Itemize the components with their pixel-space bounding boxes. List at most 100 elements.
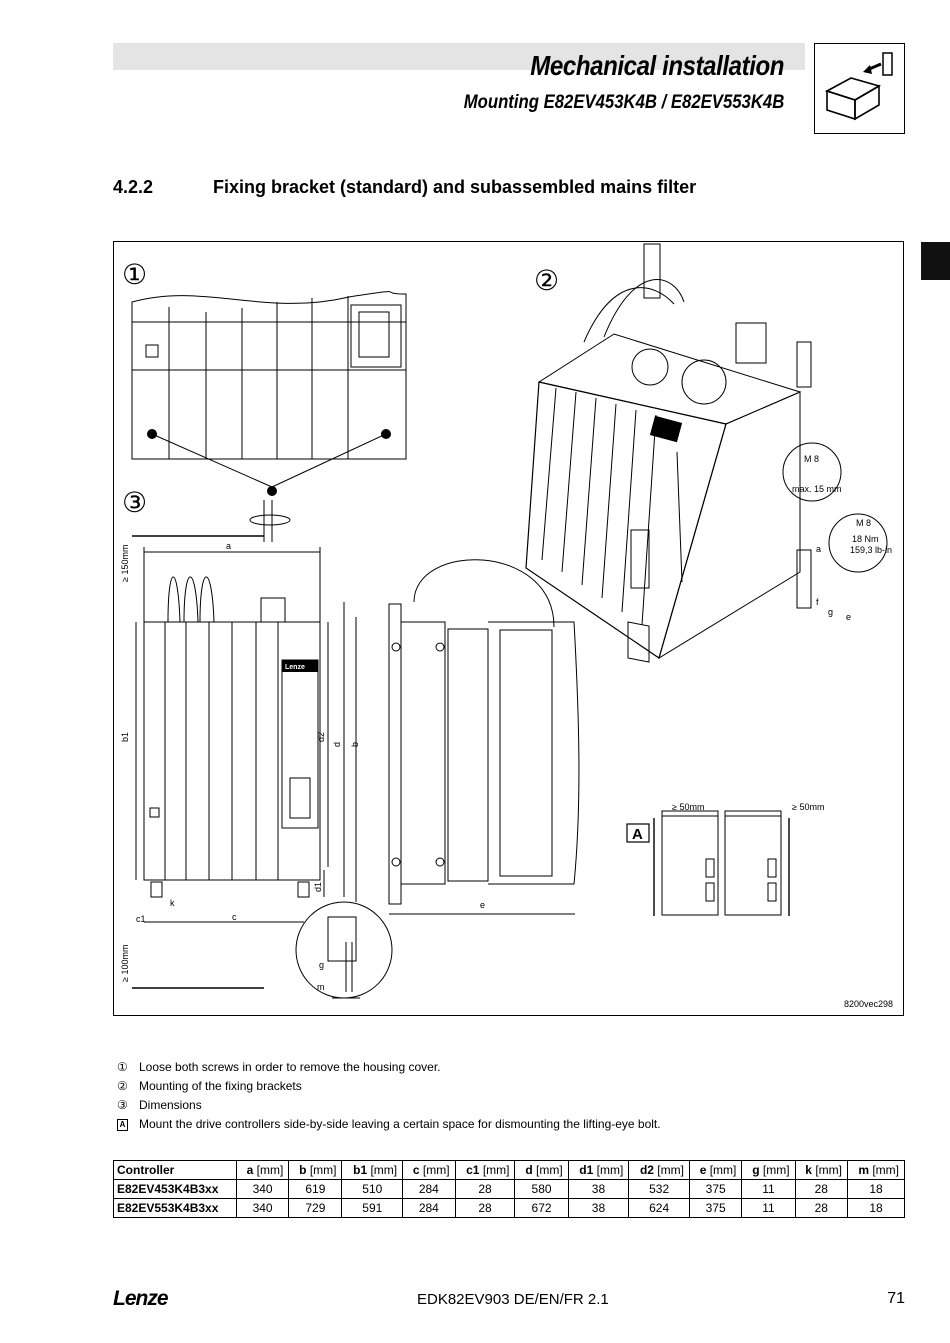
column-header: d2 [mm]	[628, 1160, 690, 1180]
dim-d: d	[332, 742, 342, 747]
clearance-left: ≥ 50mm	[672, 802, 704, 812]
page-title: Mechanical installation	[530, 50, 784, 81]
dim-b: b	[350, 742, 360, 747]
table-cell: 375	[688, 1198, 743, 1218]
table-cell: 11	[741, 1198, 796, 1218]
dim-e: e	[480, 900, 485, 910]
figure-legend: ① Loose both screws in order to remove t…	[117, 1057, 897, 1133]
table-cell: 28	[454, 1198, 516, 1218]
marker-3: ③	[122, 487, 147, 518]
max-15-label: max. 15 mm	[792, 484, 842, 494]
table-cell: 28	[794, 1198, 848, 1218]
legend-text: Mount the drive controllers side-by-side…	[139, 1116, 661, 1131]
table-cell: 38	[567, 1198, 630, 1218]
table-cell: 510	[341, 1179, 404, 1199]
legend-item: ② Mounting of the fixing brackets	[117, 1076, 897, 1095]
section-number: 4.2.2	[113, 177, 154, 197]
technical-drawing: ① ② ③ a b1 d2 d b d1 k c1 c e g m ≥ 150m…	[113, 241, 904, 1016]
clearance-top: ≥ 150mm	[120, 545, 130, 582]
table-cell: 18	[846, 1179, 906, 1199]
table-cell: 624	[628, 1198, 690, 1218]
dim-m: m	[317, 982, 325, 992]
column-header: g [mm]	[741, 1160, 796, 1180]
legend-item: ① Loose both screws in order to remove t…	[117, 1057, 897, 1076]
column-header: Controller	[113, 1160, 237, 1180]
part-a: a	[816, 544, 821, 554]
table-cell: 340	[235, 1198, 290, 1218]
section-title: Fixing bracket (standard) and subassembl…	[213, 177, 697, 197]
m8-label-2: M 8	[856, 518, 871, 528]
table-cell: 28	[454, 1179, 516, 1199]
column-header: d1 [mm]	[567, 1160, 630, 1180]
table-cell: 591	[341, 1198, 404, 1218]
document-code: EDK82EV903 DE/EN/FR 2.1	[417, 1291, 609, 1308]
brand-plate: Lenze	[285, 664, 305, 671]
column-header: e [mm]	[688, 1160, 743, 1180]
callout-a: A	[632, 826, 643, 843]
dim-a: a	[226, 541, 231, 551]
page-number: 71	[887, 1290, 905, 1307]
column-header: a [mm]	[235, 1160, 290, 1180]
clearance-right: ≥ 50mm	[792, 802, 824, 812]
dim-k: k	[170, 898, 175, 908]
column-header: c [mm]	[402, 1160, 456, 1180]
table-cell: E82EV453K4B3xx	[113, 1179, 237, 1199]
legend-symbol: A	[117, 1116, 139, 1131]
table-cell: 28	[794, 1179, 848, 1199]
page-subtitle: Mounting E82EV453K4B / E82EV553K4B	[463, 92, 784, 113]
legend-item: A Mount the drive controllers side-by-si…	[117, 1114, 897, 1133]
table-cell: 284	[402, 1198, 456, 1218]
marker-2: ②	[534, 265, 559, 296]
column-header: m [mm]	[846, 1160, 906, 1180]
mounting-box-icon	[814, 43, 905, 134]
table-cell: 340	[235, 1179, 290, 1199]
part-g: g	[828, 607, 833, 617]
table-row: E82EV453K4B3xx 340 619 510 284 28 580 38…	[113, 1179, 906, 1199]
brand-logo: Lenze	[113, 1287, 169, 1310]
legend-item: ③ Dimensions	[117, 1095, 897, 1114]
legend-text: Loose both screws in order to remove the…	[139, 1059, 441, 1074]
column-header: k [mm]	[794, 1160, 848, 1180]
dim-b1: b1	[120, 732, 130, 742]
table-cell: 672	[514, 1198, 569, 1218]
column-header: c1 [mm]	[454, 1160, 516, 1180]
table-cell: 38	[567, 1179, 630, 1199]
legend-text: Mounting of the fixing brackets	[139, 1078, 302, 1093]
controller-isometric	[525, 381, 727, 659]
torque-nm: 18 Nm	[852, 534, 879, 544]
torque-lbin: 159,3 lb-in	[850, 545, 892, 555]
header-bar	[113, 43, 805, 70]
chapter-tab	[921, 242, 950, 280]
dim-d2: d2	[316, 732, 326, 742]
table-cell: 11	[741, 1179, 796, 1199]
table-cell: 729	[288, 1198, 343, 1218]
figure-code: 8200vec298	[843, 999, 893, 1009]
table-header-row: Controller a [mm] b [mm] b1 [mm] c [mm] …	[113, 1160, 906, 1180]
table-cell: 375	[688, 1179, 743, 1199]
dim-g: g	[319, 960, 324, 970]
table-cell: 619	[288, 1179, 343, 1199]
legend-symbol: ②	[117, 1078, 128, 1093]
dimensions-table: Controller a [mm] b [mm] b1 [mm] c [mm] …	[113, 1160, 906, 1218]
column-header: d [mm]	[514, 1160, 569, 1180]
table-cell: 18	[846, 1198, 906, 1218]
table-row: E82EV553K4B3xx 340 729 591 284 28 672 38…	[113, 1198, 906, 1218]
table-cell: E82EV553K4B3xx	[113, 1198, 237, 1218]
table-cell: 532	[628, 1179, 690, 1199]
legend-symbol: ③	[117, 1097, 128, 1112]
clearance-bottom: ≥ 100mm	[120, 945, 130, 982]
table-cell: 580	[514, 1179, 569, 1199]
part-e: e	[846, 612, 851, 622]
m8-label-1: M 8	[804, 454, 819, 464]
legend-symbol: ①	[117, 1059, 128, 1074]
column-header: b1 [mm]	[341, 1160, 404, 1180]
part-f: f	[816, 597, 819, 607]
dim-d1: d1	[313, 882, 323, 892]
column-header: b [mm]	[288, 1160, 343, 1180]
dim-c: c	[232, 912, 237, 922]
housing-top-view	[131, 291, 407, 460]
table-cell: 284	[402, 1179, 456, 1199]
legend-text: Dimensions	[139, 1097, 202, 1112]
marker-1: ①	[122, 259, 147, 290]
dim-c1: c1	[136, 914, 146, 924]
